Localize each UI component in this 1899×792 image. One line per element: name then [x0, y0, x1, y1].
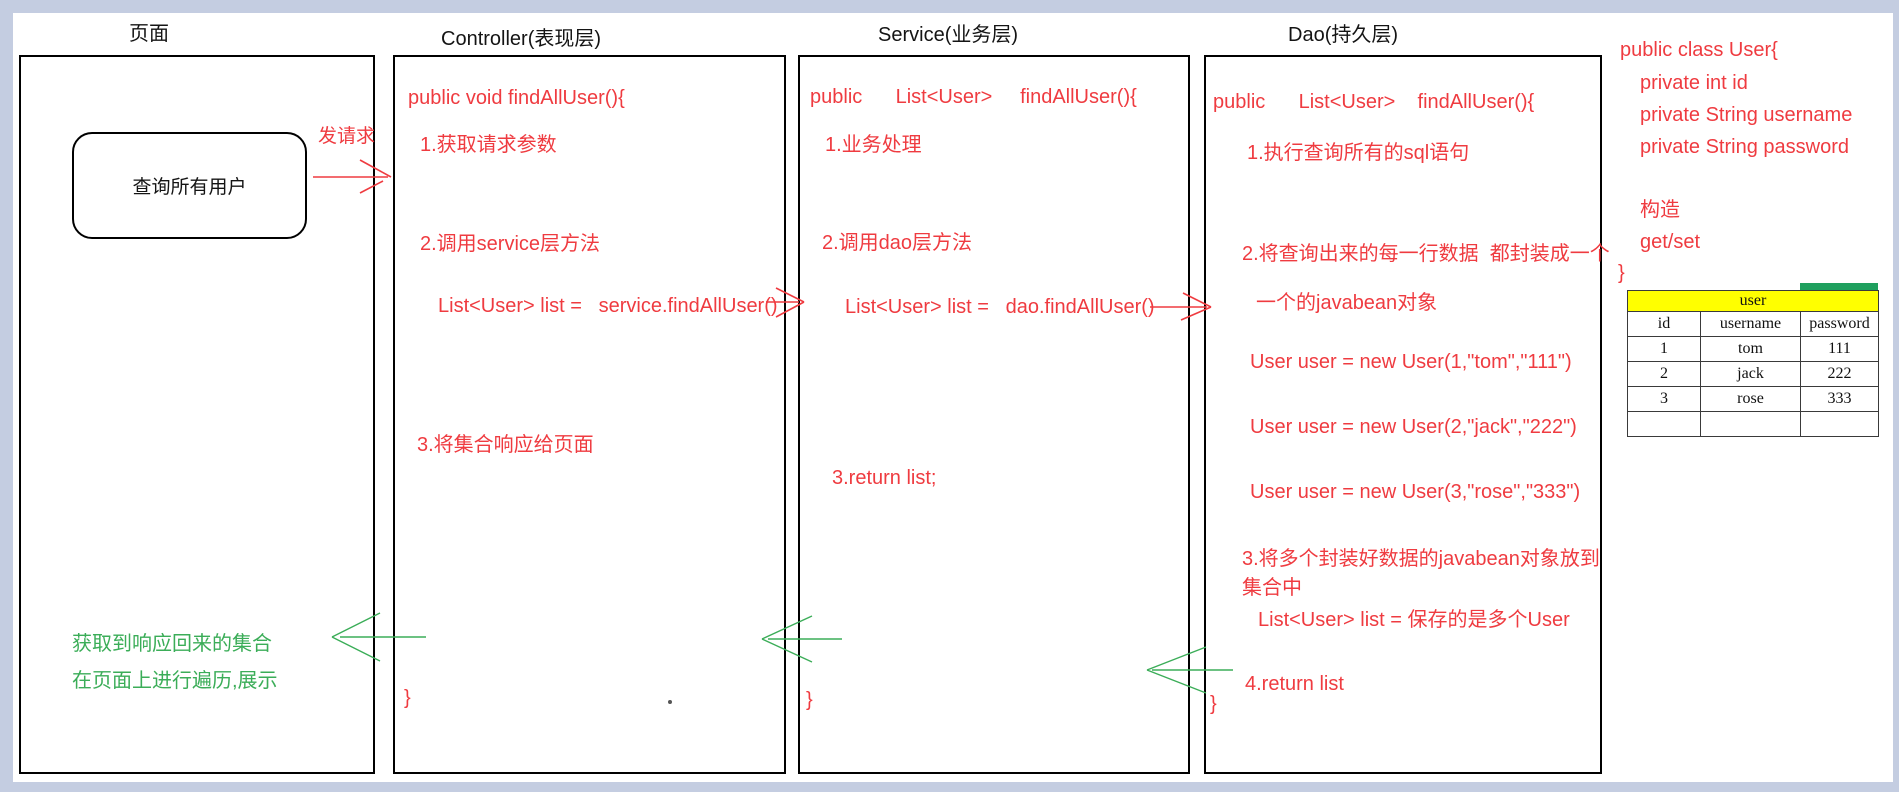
service-closing-brace: } [806, 689, 813, 711]
dao-step4: 4.return list [1245, 673, 1344, 695]
dao-signature: public List<User> findAllUser(){ [1213, 91, 1535, 113]
controller-lane-box [393, 55, 786, 774]
dao-step2a: 2.将查询出来的每一行数据 都封装成一个 [1242, 243, 1610, 265]
cell-password-3: 333 [1800, 386, 1879, 412]
service-lane-box [798, 55, 1190, 774]
cell-username-empty [1700, 411, 1801, 437]
controller-signature: public void findAllUser(){ [408, 87, 625, 109]
service-step2: 2.调用dao层方法 [822, 232, 973, 254]
controller-closing-brace: } [404, 687, 411, 709]
service-step1: 1.业务处理 [825, 134, 922, 156]
dao-step3b: 集合中 [1242, 577, 1302, 599]
dao-lane-title: Dao(持久层) [1288, 24, 1399, 46]
table-title-row: user [1627, 290, 1879, 312]
dao-step3a: 3.将多个封装好数据的javabean对象放到 [1242, 548, 1600, 570]
cell-password-2: 222 [1800, 361, 1879, 387]
table-header-password: password [1800, 311, 1879, 337]
dao-step2b: 一个的javabean对象 [1256, 292, 1438, 314]
table-header-username: username [1700, 311, 1801, 337]
dao-closing-brace: } [1210, 693, 1217, 715]
table-green-bar [1800, 283, 1878, 290]
dao-step1: 1.执行查询所有的sql语句 [1247, 142, 1470, 164]
cell-id-2: 2 [1627, 361, 1701, 387]
cell-password-empty [1800, 411, 1879, 437]
dao-user3-line: User user = new User(3,"rose","333") [1250, 481, 1581, 503]
cell-username-3: rose [1700, 386, 1801, 412]
table-row: 1 tom 111 [1627, 336, 1879, 362]
stray-ink-dot [668, 700, 672, 704]
controller-step1: 1.获取请求参数 [420, 134, 557, 156]
dao-user2-line: User user = new User(2,"jack","222") [1250, 416, 1577, 438]
table-row: 3 rose 333 [1627, 386, 1879, 412]
user-class-declaration: public class User{ [1620, 39, 1778, 61]
controller-step2: 2.调用service层方法 [420, 233, 601, 255]
dao-user1-line: User user = new User(1,"tom","111") [1250, 351, 1572, 373]
controller-lane-title: Controller(表现层) [441, 28, 602, 50]
user-class-getset-note: get/set [1640, 231, 1701, 253]
table-title-cell: user [1627, 290, 1879, 312]
query-all-users-label: 查询所有用户 [132, 177, 247, 198]
cell-id-1: 1 [1627, 336, 1701, 362]
cell-username-1: tom [1700, 336, 1801, 362]
dao-lane-box [1204, 55, 1602, 774]
user-table: user id username password 1 tom 111 2 ja… [1627, 290, 1879, 437]
user-class-constructor-note: 构造 [1640, 199, 1680, 221]
user-class-field-username: private String username [1640, 104, 1853, 126]
service-signature: public List<User> findAllUser(){ [810, 86, 1137, 108]
user-class-field-id: private int id [1640, 72, 1748, 94]
request-arrow-label: 发请求 [318, 126, 376, 147]
cell-id-3: 3 [1627, 386, 1701, 412]
controller-call-line: List<User> list = service.findAllUser() [438, 295, 778, 317]
user-class-closing-brace: } [1618, 262, 1625, 284]
service-call-line: List<User> list = dao.findAllUser() [845, 296, 1155, 318]
table-header-row: id username password [1627, 311, 1879, 337]
cell-username-2: jack [1700, 361, 1801, 387]
service-step3: 3.return list; [832, 467, 937, 489]
table-row [1627, 411, 1879, 437]
drawing-area [13, 13, 1893, 782]
dao-list-line: List<User> list = 保存的是多个User [1258, 609, 1570, 631]
table-header-id: id [1627, 311, 1701, 337]
page-lane-box [19, 55, 375, 774]
service-lane-title: Service(业务层) [878, 24, 1019, 46]
page-note-line1: 获取到响应回来的集合 [72, 633, 272, 655]
cell-password-1: 111 [1800, 336, 1879, 362]
page-lane-title: 页面 [129, 23, 169, 45]
table-row: 2 jack 222 [1627, 361, 1879, 387]
query-all-users-node: 查询所有用户 [72, 132, 307, 239]
user-class-field-password: private String password [1640, 136, 1849, 158]
page-note-line2: 在页面上进行遍历,展示 [72, 670, 278, 692]
cell-id-empty [1627, 411, 1701, 437]
controller-step3: 3.将集合响应给页面 [417, 434, 594, 456]
